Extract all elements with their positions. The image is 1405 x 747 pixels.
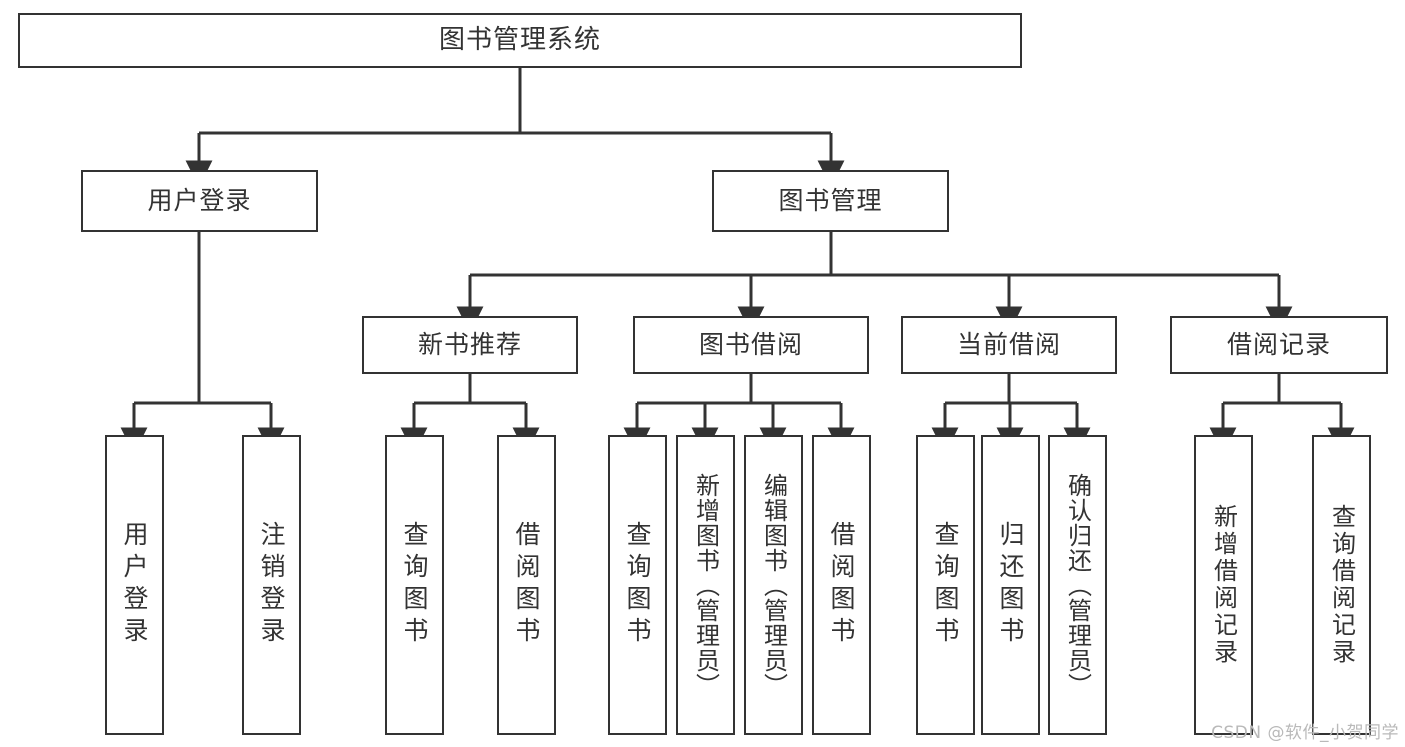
node-label: 用户登录 [120, 521, 149, 649]
node-leaf-book-borrow-add-book-admin[interactable]: 新增图书（管理员） [676, 435, 735, 735]
node-leaf-new-book-query-book[interactable]: 查询图书 [385, 435, 444, 735]
node-label: 注销登录 [257, 521, 286, 649]
node-label: 借阅记录 [1226, 329, 1331, 359]
node-label: 编辑图书（管理员） [759, 472, 788, 698]
node-current-borrow[interactable]: 当前借阅 [901, 316, 1117, 374]
node-label: 查询图书 [623, 521, 652, 649]
node-leaf-book-borrow-query-book[interactable]: 查询图书 [608, 435, 667, 735]
node-leaf-book-borrow-edit-book-admin[interactable]: 编辑图书（管理员） [744, 435, 803, 735]
node-label: 确认归还（管理员） [1063, 472, 1092, 698]
node-label: 新书推荐 [417, 329, 522, 359]
node-leaf-borrow-record-query-record[interactable]: 查询借阅记录 [1312, 435, 1371, 735]
node-book-management[interactable]: 图书管理 [712, 170, 949, 232]
node-new-book-recommend[interactable]: 新书推荐 [362, 316, 578, 374]
node-leaf-current-borrow-query-book[interactable]: 查询图书 [916, 435, 975, 735]
node-label: 当前借阅 [956, 329, 1061, 359]
node-label: 借阅图书 [827, 521, 856, 649]
node-label: 图书借阅 [698, 329, 803, 359]
node-root-book-management-system[interactable]: 图书管理系统 [18, 13, 1022, 68]
node-leaf-user-login-login[interactable]: 用户登录 [105, 435, 164, 735]
node-leaf-current-borrow-confirm-return-admin[interactable]: 确认归还（管理员） [1048, 435, 1107, 735]
node-label: 图书管理 [778, 185, 883, 215]
node-user-login[interactable]: 用户登录 [81, 170, 318, 232]
node-leaf-user-login-logout[interactable]: 注销登录 [242, 435, 301, 735]
node-leaf-new-book-borrow-book[interactable]: 借阅图书 [497, 435, 556, 735]
node-label: 图书管理系统 [438, 24, 601, 55]
node-leaf-book-borrow-borrow-book[interactable]: 借阅图书 [812, 435, 871, 735]
node-label: 归还图书 [996, 521, 1025, 649]
node-book-borrow[interactable]: 图书借阅 [633, 316, 869, 374]
node-label: 查询图书 [931, 521, 960, 649]
node-label: 用户登录 [147, 185, 252, 215]
node-label: 新增图书（管理员） [691, 472, 720, 698]
node-leaf-borrow-record-add-record[interactable]: 新增借阅记录 [1194, 435, 1253, 735]
node-leaf-current-borrow-return-book[interactable]: 归还图书 [981, 435, 1040, 735]
node-label: 查询图书 [400, 521, 429, 649]
csdn-watermark: CSDN @软件_小贺同学 [1211, 723, 1399, 743]
node-label: 新增借阅记录 [1209, 504, 1238, 666]
node-borrow-record[interactable]: 借阅记录 [1170, 316, 1388, 374]
node-label: 借阅图书 [512, 521, 541, 649]
node-label: 查询借阅记录 [1327, 504, 1356, 666]
